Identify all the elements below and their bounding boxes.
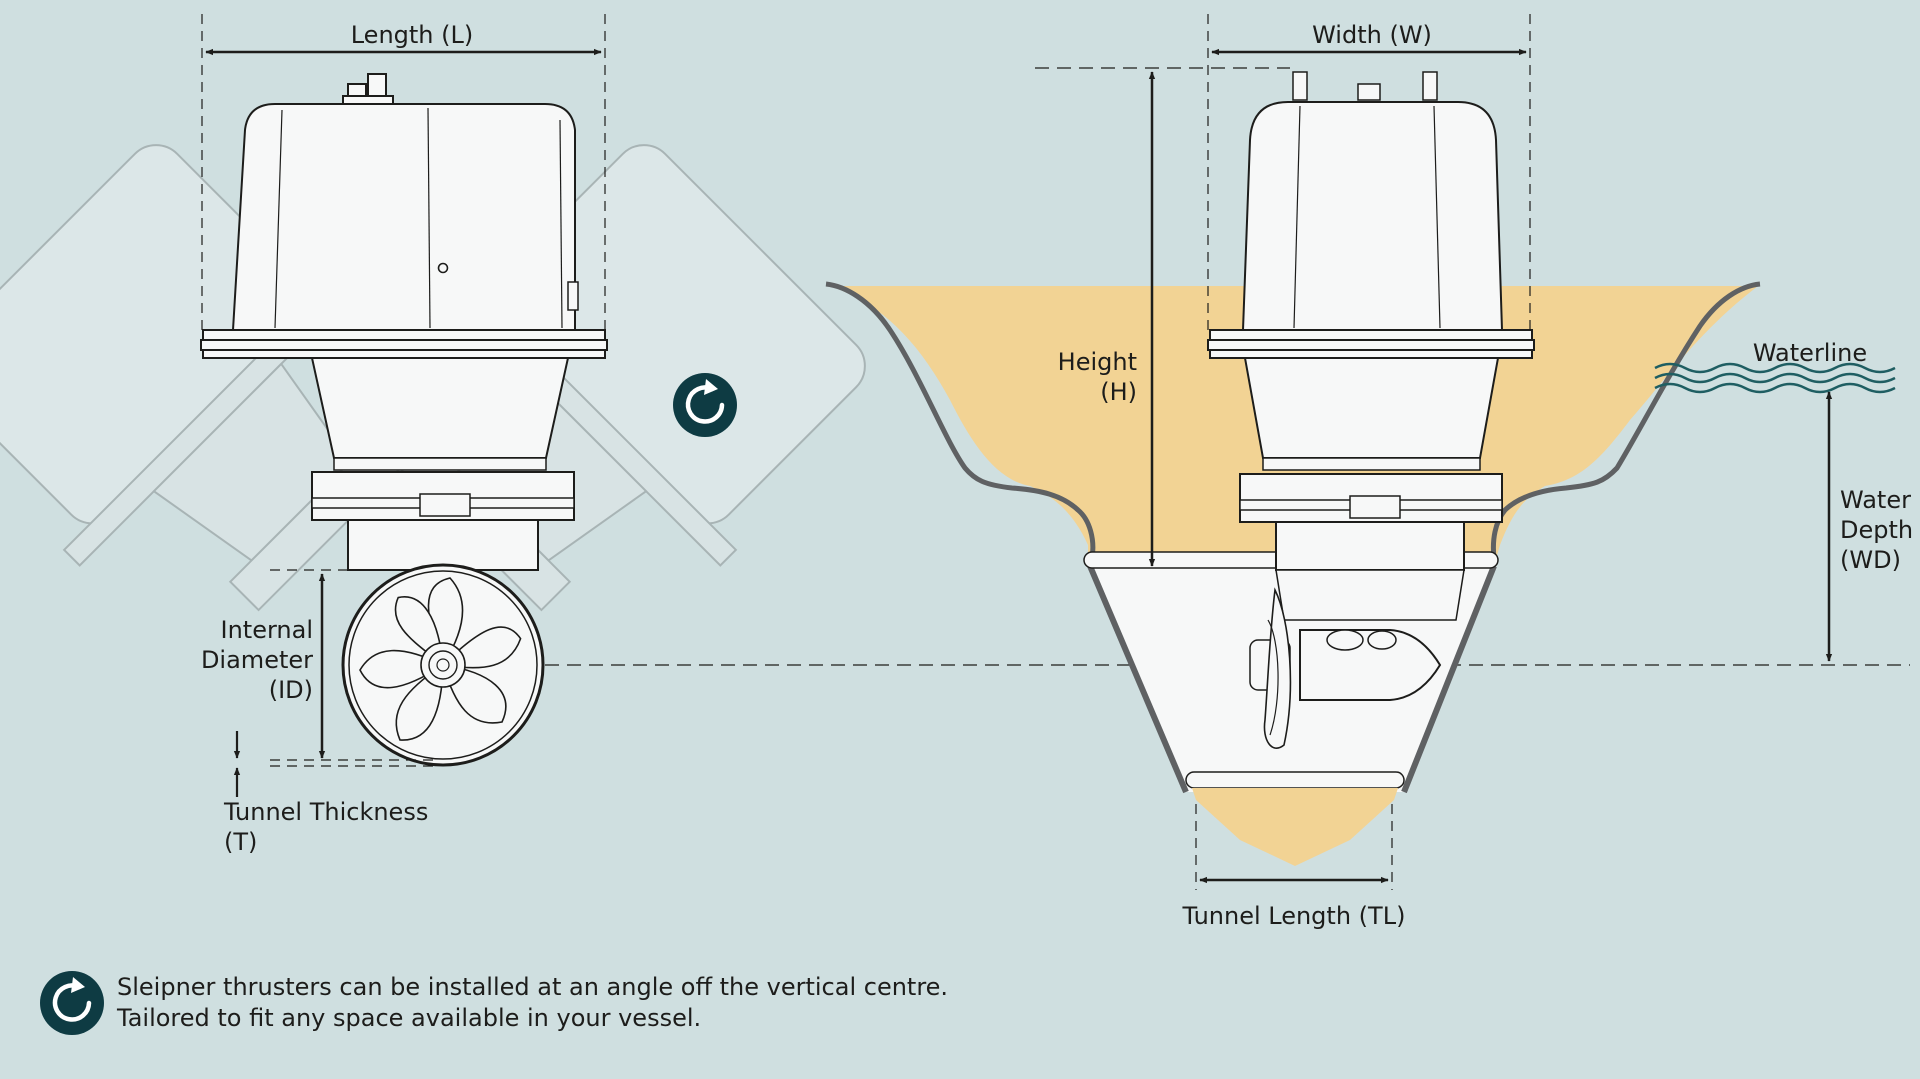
- height-label-line1: Height: [1058, 348, 1137, 376]
- height-label-line2: (H): [1100, 378, 1137, 406]
- tunnel-length-dimension: Tunnel Length (TL): [1182, 804, 1406, 930]
- footnote-line1: Sleipner thrusters can be installed at a…: [117, 973, 948, 1001]
- width-label: Width (W): [1312, 21, 1432, 49]
- water-depth-dimension: Water Depth (WD): [1825, 391, 1913, 662]
- length-dimension: Length (L): [201, 14, 606, 330]
- height-dimension: Height (H): [1035, 67, 1290, 567]
- internal-diameter-label-line1: Internal: [221, 616, 314, 644]
- waterline-label: Waterline: [1753, 339, 1867, 367]
- tunnel-thickness-label-line1: Tunnel Thickness: [223, 798, 428, 826]
- water-depth-label-line3: (WD): [1840, 546, 1901, 574]
- tunnel-thickness-label-line2: (T): [224, 828, 257, 856]
- rotate-icon: [673, 373, 737, 437]
- internal-diameter-dimension: Internal Diameter (ID): [201, 569, 440, 767]
- hull-outline: [825, 281, 1096, 559]
- width-dimension: Width (W): [1207, 14, 1531, 330]
- thruster-side-view: [1207, 71, 1535, 749]
- footnote-line2: Tailored to fit any space available in y…: [116, 1004, 701, 1032]
- water-depth-label-line2: Depth: [1840, 516, 1913, 544]
- internal-diameter-label-line3: (ID): [269, 676, 313, 704]
- tunnel-length-label: Tunnel Length (TL): [1182, 902, 1406, 930]
- waterline-marker: Waterline: [1654, 339, 1896, 394]
- water-depth-label-line1: Water: [1840, 486, 1911, 514]
- thruster-front-view: [200, 73, 608, 767]
- tunnel-thickness-dimension: Tunnel Thickness (T): [223, 731, 428, 856]
- internal-diameter-label-line2: Diameter: [201, 646, 313, 674]
- footnote-rotate-icon: [40, 971, 104, 1035]
- length-label: Length (L): [351, 21, 474, 49]
